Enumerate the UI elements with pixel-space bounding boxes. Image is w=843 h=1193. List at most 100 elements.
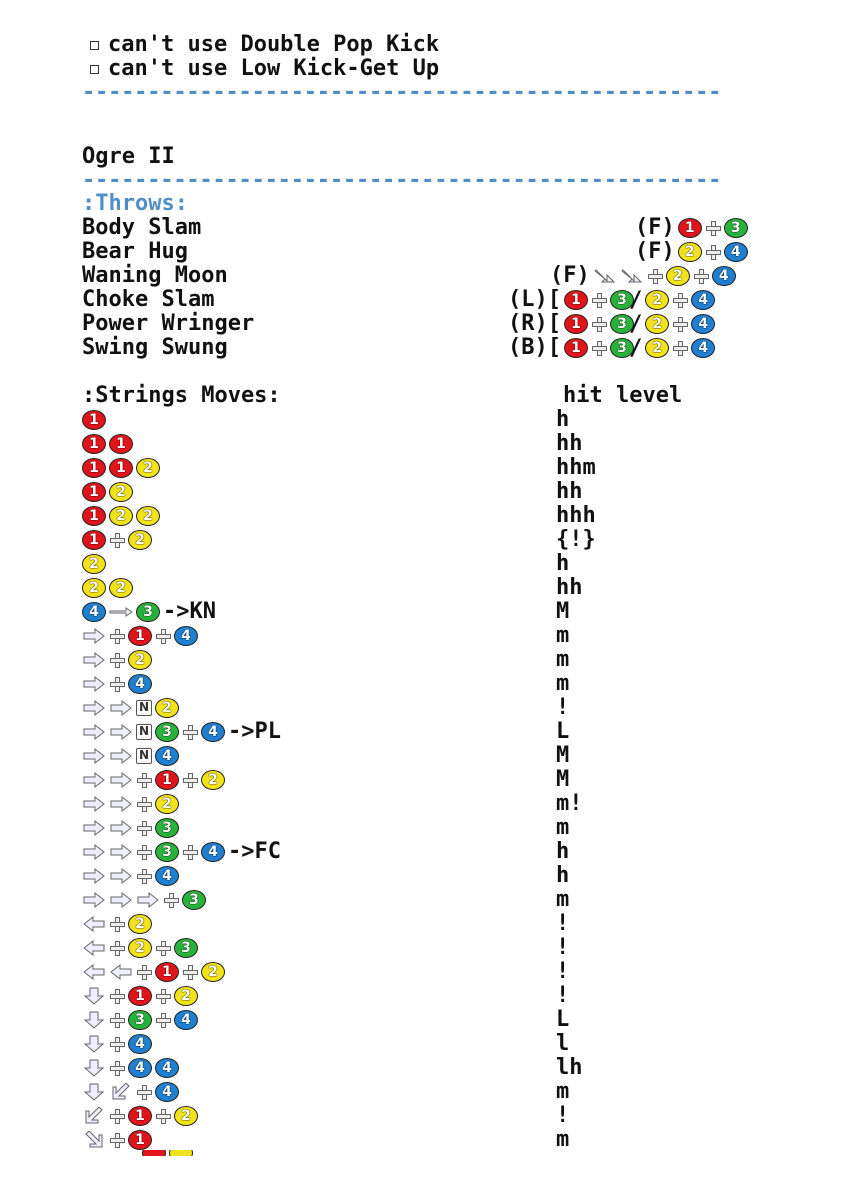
plus-icon <box>647 268 663 284</box>
neutral-icon: N <box>136 724 152 740</box>
button-1-icon: 1 <box>109 458 133 478</box>
button-4-icon: 4 <box>201 722 225 742</box>
button-4-icon: 4 <box>691 338 716 358</box>
arrow-down-back-icon <box>85 1107 103 1124</box>
button-1-icon: 1 <box>155 962 179 982</box>
button-3-icon: 3 <box>155 722 179 742</box>
throw-name: Power Wringer <box>82 311 255 336</box>
plus-icon <box>155 628 171 644</box>
button-2-icon: 2 <box>136 506 160 526</box>
button-4-icon: 4 <box>174 1010 198 1030</box>
plus-icon <box>109 1012 125 1028</box>
arrow-back-icon <box>83 939 105 957</box>
button-4-icon: 4 <box>201 842 225 862</box>
button-4-icon: 4 <box>155 746 179 766</box>
button-1-icon: 1 <box>563 338 588 358</box>
plus-icon <box>109 1132 125 1148</box>
button-1-icon: 1 <box>155 770 179 790</box>
button-2-icon: 2 <box>155 698 179 718</box>
hit-level-heading: hit level <box>563 383 683 408</box>
button-3-icon: 3 <box>723 218 748 238</box>
hit-level: l <box>556 1031 570 1056</box>
arrow-back-icon <box>83 963 105 981</box>
plus-icon <box>109 628 125 644</box>
button-1-icon: 1 <box>677 218 702 238</box>
hit-level: ! <box>556 959 570 984</box>
arrow-forward-icon <box>110 795 132 813</box>
hit-level: h <box>556 551 570 576</box>
arrow-forward-icon <box>83 675 105 693</box>
arrow-forward-icon <box>83 891 105 909</box>
throw-prefix: (R)[ <box>508 311 561 336</box>
arrow-forward-icon <box>110 819 132 837</box>
throw-name: Choke Slam <box>82 287 215 312</box>
arrow-down-icon <box>83 1035 105 1053</box>
hit-level: h <box>556 839 570 864</box>
button-3-icon: 3 <box>182 890 206 910</box>
hit-level: hh <box>556 575 583 600</box>
arrow-forward-icon <box>110 699 132 717</box>
button-4-icon: 4 <box>174 626 198 646</box>
note-text: can't use Double Pop Kick <box>108 32 440 57</box>
button-3-icon: 3 <box>136 602 160 622</box>
plus-icon <box>136 1084 152 1100</box>
button-2-icon: 2 <box>128 938 152 958</box>
arrow-down-forward-icon <box>594 269 615 283</box>
button-2-icon: 2 <box>128 914 152 934</box>
bullet-icon <box>90 64 99 74</box>
throws-heading: :Throws: <box>82 191 188 216</box>
arrow-forward-icon <box>110 747 132 765</box>
button-1-icon: 1 <box>82 506 106 526</box>
button-4-icon: 4 <box>82 602 106 622</box>
button-4-icon: 4 <box>128 1034 152 1054</box>
button-1-icon: 1 <box>128 1106 152 1126</box>
hit-level: ! <box>556 695 570 720</box>
button-2-icon: 2 <box>109 506 133 526</box>
throw-prefix: (F) <box>550 263 590 288</box>
move-input-row: 2 <box>82 912 155 936</box>
plus-icon <box>705 220 721 236</box>
button-3-icon: 3 <box>155 842 179 862</box>
button-2-icon <box>169 1150 193 1156</box>
arrow-back-icon <box>83 915 105 933</box>
move-input-row: 2 <box>82 552 109 576</box>
button-1-icon: 1 <box>82 434 106 454</box>
button-1-icon: 1 <box>128 626 152 646</box>
hit-level: m <box>556 623 570 648</box>
move-input-cut <box>82 1150 193 1156</box>
plus-icon <box>591 292 607 308</box>
character-name: Ogre II <box>82 144 175 169</box>
move-input-row: 2 <box>82 648 155 672</box>
plus-icon <box>182 772 198 788</box>
button-3-icon: 3 <box>609 338 634 358</box>
plus-icon <box>109 652 125 668</box>
button-2-icon: 2 <box>82 578 106 598</box>
arrow-forward-icon <box>83 651 105 669</box>
plus-icon <box>136 844 152 860</box>
plus-icon <box>136 796 152 812</box>
plus-icon <box>705 244 721 260</box>
button-2-icon: 2 <box>645 338 670 358</box>
button-2-icon: 2 <box>645 314 670 334</box>
move-input-row: 1 <box>82 408 109 432</box>
move-input-row: 2 <box>82 792 182 816</box>
arrow-down-icon <box>83 1011 105 1029</box>
move-suffix: ->KN <box>163 599 216 624</box>
plus-icon <box>109 676 125 692</box>
arrow-back-icon <box>110 963 132 981</box>
move-input-row: 4 3->KN <box>82 600 216 624</box>
button-2-icon: 2 <box>201 962 225 982</box>
button-2-icon: 2 <box>109 578 133 598</box>
arrow-forward-icon <box>137 891 159 909</box>
plus-icon <box>591 316 607 332</box>
arrow-forward-icon <box>83 819 105 837</box>
arrow-forward-icon <box>83 699 105 717</box>
